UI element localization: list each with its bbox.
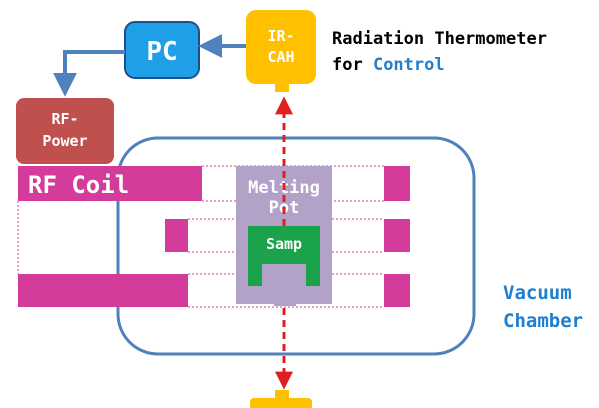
rf-power-box <box>16 98 114 164</box>
bottom-thermometer-nozzle <box>275 390 289 400</box>
rf-coil-left-mid <box>165 219 188 252</box>
rf-coil-right-bottom <box>384 274 410 307</box>
thermometer-label-1: Radiation Thermometer <box>332 29 547 49</box>
rf-coil-label: RF Coil <box>28 171 129 199</box>
vacuum-chamber <box>116 136 476 356</box>
ir-cah-label-1: IR- <box>267 27 294 45</box>
rf-coil-left-bottom <box>18 274 188 307</box>
rf-coil-left-top <box>18 166 202 201</box>
thermometer-label-2: for Control <box>332 55 445 75</box>
thermometer-label-prefix: for <box>332 55 373 75</box>
pc-label: PC <box>146 37 177 67</box>
bottom-thermometer <box>250 398 312 408</box>
rf-power-label-1: RF- <box>51 110 78 128</box>
rf-coil-right-mid <box>384 219 410 252</box>
vacuum-label-1: Vacuum <box>503 282 572 304</box>
sample <box>248 226 320 286</box>
vacuum-label-2: Chamber <box>503 310 583 332</box>
sample-notch <box>274 264 296 306</box>
arrow-pc-to-rf-power <box>53 50 125 97</box>
sample-label: Samp <box>266 235 302 253</box>
ir-cah-nozzle <box>275 84 289 92</box>
rf-coil-right-top <box>384 166 410 201</box>
ir-cah-box <box>246 10 316 84</box>
rf-power-label-2: Power <box>42 132 87 150</box>
ir-cah-label-2: CAH <box>267 48 294 66</box>
thermometer-label-highlight: Control <box>373 55 445 75</box>
